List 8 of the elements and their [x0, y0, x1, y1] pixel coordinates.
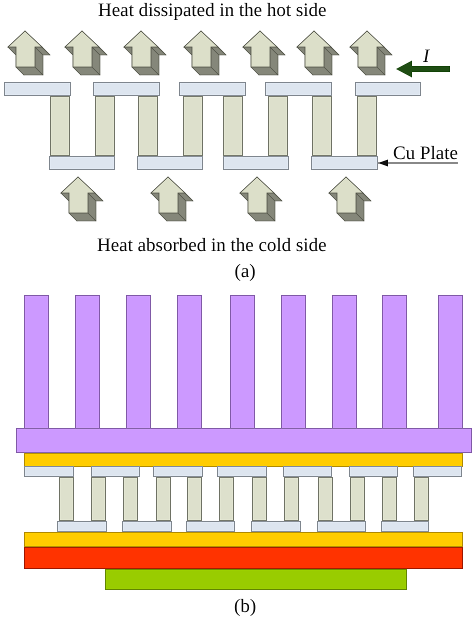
leader-line [378, 159, 458, 167]
current-label: I [423, 46, 430, 68]
copper-plate [311, 156, 378, 170]
hot-side-label: Heat dissipated in the hot side [98, 0, 326, 22]
cold-side-label: Heat absorbed in the cold side [97, 235, 327, 257]
part-label: Cu Plate [393, 145, 458, 163]
panel-label: (a) [234, 261, 256, 283]
panel-label: (b) [234, 596, 256, 618]
